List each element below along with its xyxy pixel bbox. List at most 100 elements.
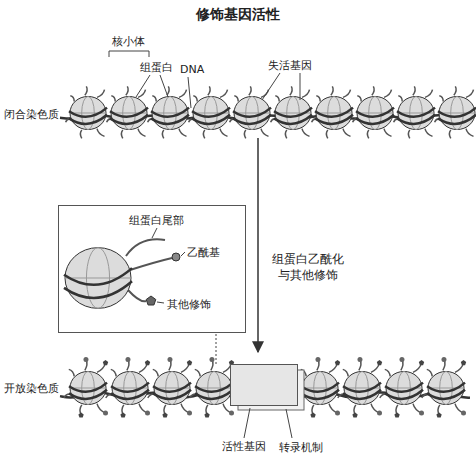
histone-tail — [385, 369, 390, 376]
leader-line — [244, 408, 250, 438]
modification-mark — [120, 413, 125, 418]
histone-core — [357, 96, 393, 129]
modification-mark — [204, 413, 209, 418]
dna-wrap — [343, 383, 381, 392]
part-label: DNA — [180, 63, 204, 76]
histone-tail — [121, 130, 122, 138]
histone-core — [439, 96, 475, 129]
histone-tail — [130, 258, 172, 270]
histone-core — [152, 96, 188, 129]
histone-tail — [85, 86, 87, 95]
bracket — [109, 51, 149, 57]
histone-core — [316, 96, 352, 129]
histone-tail — [439, 96, 443, 102]
dna-wrap — [192, 108, 230, 117]
edge-label: 组蛋白乙酰化 与其他修饰 — [268, 252, 348, 283]
dna-wrap — [151, 108, 189, 117]
dotted-link — [216, 334, 217, 366]
dna-wrap — [69, 383, 107, 392]
histone-tail — [466, 90, 474, 98]
histone-core — [398, 96, 434, 129]
leader-line — [152, 228, 157, 238]
nucleosome — [422, 357, 466, 418]
histone-tail — [367, 130, 368, 138]
histone-tail — [244, 130, 245, 138]
leader-line — [160, 75, 168, 97]
nucleosome — [271, 86, 312, 138]
acetyl-dot — [103, 411, 108, 416]
histone-tail — [153, 369, 158, 376]
histone-tail — [326, 130, 327, 138]
node-label: 开放染色质 — [4, 382, 59, 395]
nucleosome — [394, 86, 435, 138]
nucleosome — [353, 86, 394, 138]
histone-tail — [126, 86, 128, 95]
histone-tail — [285, 130, 286, 138]
histone-tail — [425, 129, 433, 137]
histone-tail — [111, 369, 116, 376]
dna-wrap — [427, 383, 465, 392]
histone-core — [70, 371, 106, 404]
histone-tail — [126, 239, 165, 256]
transcription-box: 转录机制 — [230, 364, 298, 406]
acetyl-dot — [145, 411, 150, 416]
nucleosome — [148, 86, 189, 138]
acetyl-group — [172, 253, 180, 261]
process-arrow — [257, 138, 259, 352]
histone-tail — [70, 96, 74, 102]
histone-tail — [179, 90, 187, 98]
histone-tail — [97, 90, 105, 98]
node-label: 闭合染色质 — [4, 108, 59, 121]
histone-tail — [454, 86, 456, 95]
histone-core — [65, 248, 131, 309]
histone-core — [111, 96, 147, 129]
dna-wrap — [195, 383, 233, 392]
modification-mark — [436, 413, 441, 418]
acetyl-dot — [209, 357, 214, 362]
modification-mark — [335, 360, 340, 365]
histone-tail — [408, 130, 409, 138]
histone-tail — [357, 96, 361, 102]
leader-line — [262, 73, 280, 100]
histone-tail — [398, 96, 402, 102]
dna-wrap — [315, 108, 353, 117]
histone-tail — [425, 90, 433, 98]
dna-wrap — [64, 268, 132, 285]
dna-wrap — [110, 108, 148, 117]
acetyl-dot — [357, 357, 362, 362]
histone-tail — [302, 129, 310, 137]
part-label: 核小体 — [112, 35, 145, 48]
histone-tail — [302, 90, 310, 98]
modification-mark — [145, 360, 150, 365]
histone-tail — [343, 129, 351, 137]
nucleosome — [380, 357, 424, 418]
chromatin-band: 开放染色质 转录机制 — [0, 352, 476, 418]
histone-tail — [152, 96, 156, 102]
acetyl-dot — [125, 357, 130, 362]
inset-label: 乙酰基 — [187, 246, 220, 259]
acetyl-dot — [461, 411, 466, 416]
acetyl-dot — [399, 357, 404, 362]
histone-core — [154, 371, 190, 404]
acetyl-dot — [335, 411, 340, 416]
dna-wrap — [111, 383, 149, 392]
modification-mark — [461, 360, 466, 365]
diagram-title: 修饰基因活性 — [0, 6, 476, 24]
histone-tail — [384, 129, 392, 137]
nucleosome — [190, 357, 234, 418]
inset-box: 组蛋白尾部乙酰基其他修饰 — [58, 205, 246, 333]
leader-line — [188, 77, 191, 108]
histone-core — [112, 371, 148, 404]
acetyl-dot — [187, 411, 192, 416]
histone-tail — [162, 130, 163, 138]
chromatin-band: 闭合染色质 — [0, 86, 476, 138]
leader-line — [181, 252, 185, 256]
dna-wrap — [385, 383, 423, 392]
dna-wrap — [274, 108, 312, 117]
dna-wrap — [397, 108, 435, 117]
histone-core — [196, 371, 232, 404]
part-label: 活性基因 — [222, 440, 266, 453]
leader-line — [136, 75, 150, 97]
histone-core — [344, 371, 380, 404]
histone-tail — [179, 129, 187, 137]
